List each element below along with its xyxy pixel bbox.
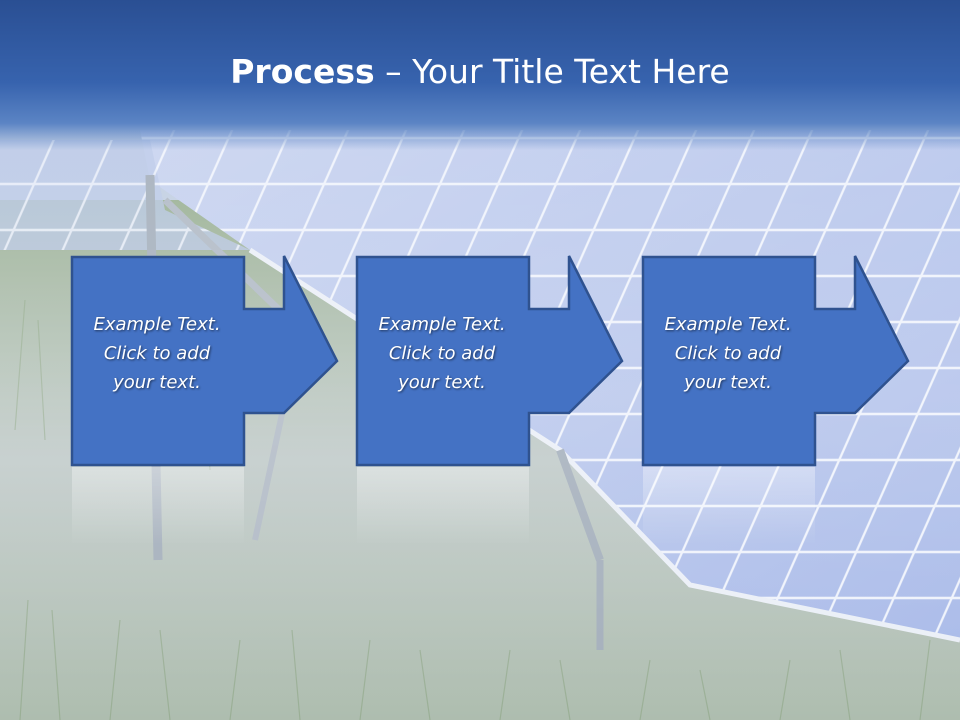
process-step-3[interactable]: Example Text. Click to add your text.	[641, 255, 912, 546]
title-bar	[0, 0, 960, 150]
step-text-line: Click to add	[674, 343, 782, 364]
step-text-line: Example Text.	[93, 314, 221, 335]
step-1-text[interactable]: Example Text. Click to add your text.	[71, 310, 243, 397]
step-2-text[interactable]: Example Text. Click to add your text.	[356, 310, 528, 397]
process-step-1[interactable]: Example Text. Click to add your text.	[70, 255, 341, 546]
step-text-line: Click to add	[103, 343, 211, 364]
process-step-2[interactable]: Example Text. Click to add your text.	[355, 255, 626, 546]
title-strong-text: Process	[230, 52, 375, 91]
title-rest-text: – Your Title Text Here	[374, 52, 730, 91]
step-text-line: Click to add	[388, 343, 496, 364]
step-text-line: Example Text.	[664, 314, 792, 335]
process-arrow-box-1	[70, 255, 339, 545]
step-text-line: your text.	[684, 372, 772, 393]
step-3-text[interactable]: Example Text. Click to add your text.	[642, 310, 814, 397]
process-arrow-box-2	[355, 255, 624, 545]
step-text-line: your text.	[113, 372, 201, 393]
slide-title[interactable]: Process – Your Title Text Here	[0, 52, 960, 91]
step-text-line: your text.	[398, 372, 486, 393]
step-text-line: Example Text.	[378, 314, 506, 335]
process-arrow-box-3	[641, 255, 910, 545]
